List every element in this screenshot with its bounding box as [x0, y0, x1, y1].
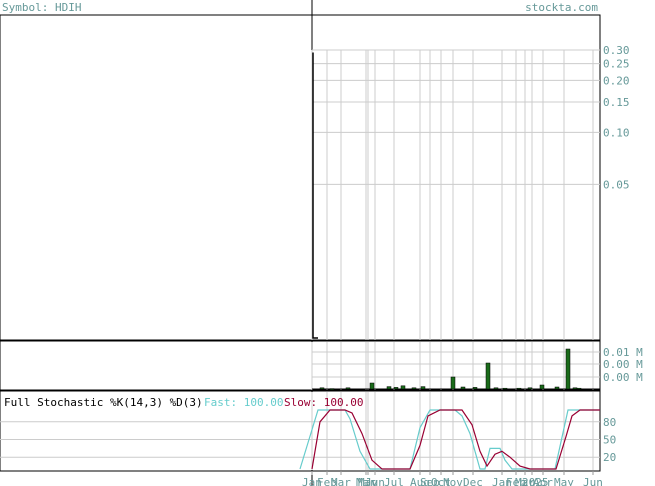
x-tick-label: Aug: [410, 476, 430, 486]
volume-bar: [472, 387, 478, 390]
volume-panel-frame: [0, 340, 601, 391]
price-tick-label: 0.10: [603, 126, 630, 139]
x-tick-label: Feb: [506, 476, 526, 486]
x-tick-label: Nov: [443, 476, 463, 486]
volume-bar: [565, 348, 571, 390]
x-tick-label: May: [358, 476, 378, 486]
x-tick-label: Oct: [431, 476, 451, 486]
x-tick-label: May: [554, 476, 574, 486]
volume-bar: [576, 387, 582, 390]
volume-tick-label: 0.01 M: [603, 346, 643, 359]
x-tick-label: Mar: [356, 476, 376, 486]
volume-bar: [493, 387, 499, 390]
fast-value-label: Fast: 100.00: [204, 396, 283, 409]
volume-bar: [400, 385, 406, 390]
stochastic-tick-label: 80: [603, 416, 616, 429]
x-tick-label: Jun: [365, 476, 385, 486]
volume-bar: [386, 386, 392, 390]
x-tick-label: Jan: [492, 476, 512, 486]
x-tick-label: Apr: [533, 476, 553, 486]
volume-bar: [527, 387, 533, 390]
axis-layer: 0.300.250.200.150.100.050.01 M0.00 M0.00…: [302, 44, 643, 486]
volume-bar: [393, 387, 399, 390]
stochastic-tick-label: 50: [603, 434, 616, 447]
stochastic-tick-label: 20: [603, 451, 616, 464]
volume-tick-label: 0.00 M: [603, 358, 643, 371]
volume-bar: [485, 362, 491, 390]
price-panel-frame: [0, 14, 601, 341]
price-tick-label: 0.15: [603, 96, 630, 109]
grid-layer: [0, 49, 600, 470]
volume-bar: [420, 386, 426, 390]
price-layer: [312, 52, 318, 339]
symbol-label: Symbol: HDIH: [2, 1, 81, 14]
stochastic-panel-frame: [0, 390, 601, 472]
volume-bar: [516, 387, 522, 390]
volume-layer: [312, 348, 600, 390]
volume-bar: [329, 388, 335, 390]
volume-bar: [319, 387, 325, 390]
x-tick-label: 2025: [522, 476, 549, 486]
volume-tick-label: 0.00 M: [603, 371, 643, 384]
volume-bar: [572, 387, 578, 390]
site-label: stockta.com: [525, 1, 598, 14]
price-tick-label: 0.25: [603, 58, 630, 71]
slow-value-label: Slow: 100.00: [284, 396, 363, 409]
x-tick-label: Jul: [384, 476, 404, 486]
x-tick-label: Mar: [515, 476, 535, 486]
x-tick-label: Feb: [317, 476, 337, 486]
volume-bar: [369, 382, 375, 390]
stochastic-title: Full Stochastic %K(14,3) %D(3): [4, 396, 203, 409]
volume-bar: [345, 387, 351, 390]
price-tick-label: 0.30: [603, 44, 630, 57]
volume-bar: [450, 376, 456, 390]
slow-line: [311, 409, 600, 470]
volume-bar: [502, 387, 508, 390]
price-tick-label: 0.05: [603, 178, 630, 191]
x-tick-label: Jun: [583, 476, 603, 486]
x-tick-label: Sep: [420, 476, 440, 486]
price-tick-label: 0.20: [603, 74, 630, 87]
volume-bar: [539, 384, 545, 390]
volume-bar: [460, 386, 466, 390]
stochastic-layer: [299, 409, 600, 470]
x-tick-label: Dec: [463, 476, 483, 486]
volume-bar: [554, 386, 560, 390]
x-tick-label: Mar: [331, 476, 351, 486]
price-line: [312, 52, 318, 339]
volume-bar: [411, 387, 417, 390]
x-tick-label: Jan: [302, 476, 322, 486]
